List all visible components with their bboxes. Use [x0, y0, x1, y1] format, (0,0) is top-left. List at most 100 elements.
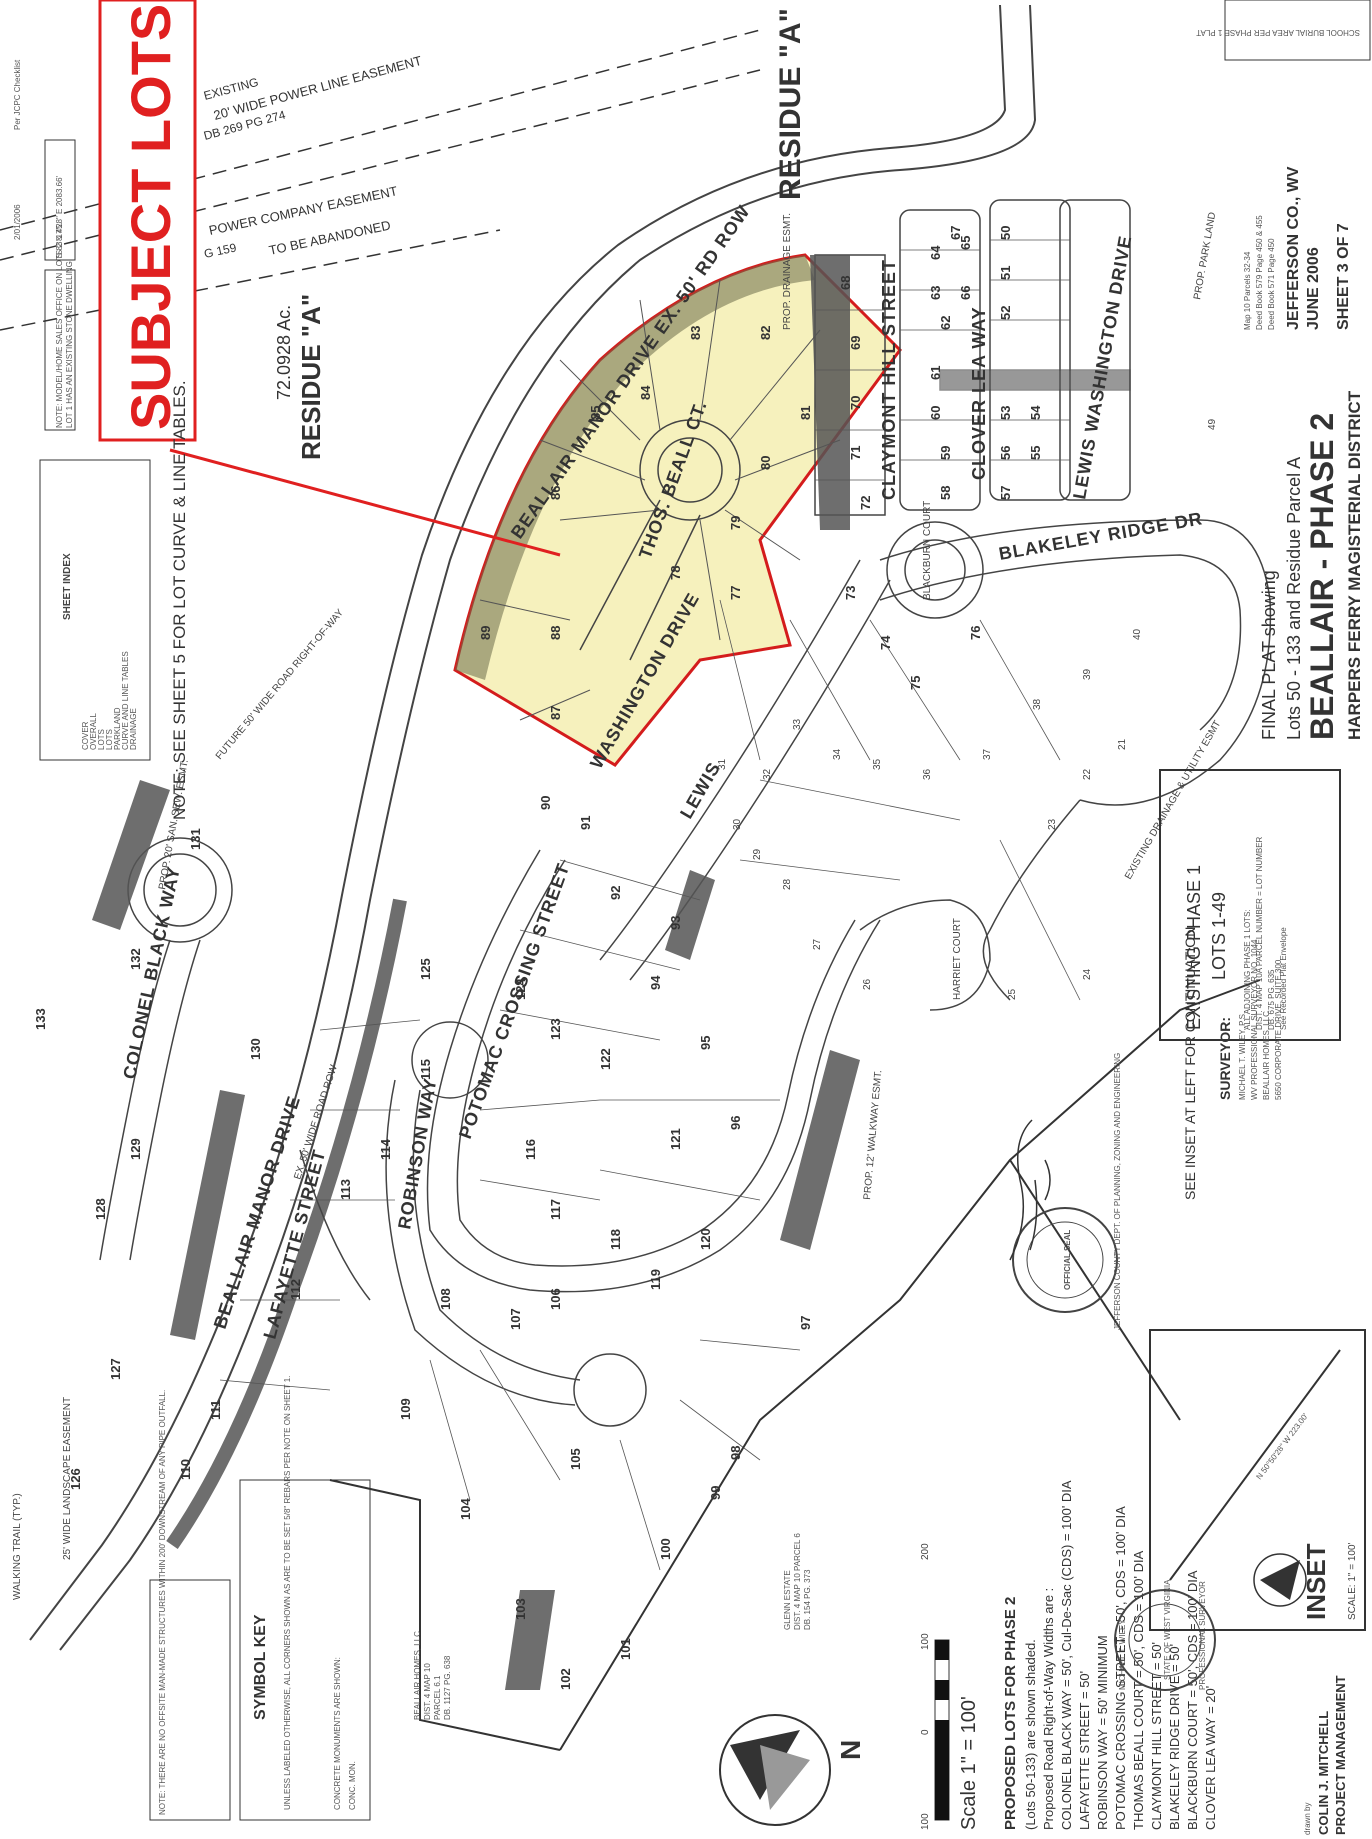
svg-text:40: 40 [1132, 628, 1143, 640]
svg-text:58: 58 [938, 486, 953, 500]
svg-text:70: 70 [848, 396, 863, 410]
seal-office: JEFFERSON COUNTY DEPT. OF PLANNING, ZONI… [1113, 1053, 1122, 1330]
svg-text:LAFAYETTE STREET = 50': LAFAYETTE STREET = 50' [1077, 1671, 1092, 1830]
scale-tick-1: 0 [920, 1729, 931, 1735]
scale-tick-2: 100 [920, 1633, 931, 1650]
proposed-title: PROPOSED LOTS FOR PHASE 2 [1002, 1597, 1019, 1830]
svg-text:LOTS: LOTS [105, 729, 114, 750]
sheet5-note: NOTE: SEE SHEET 5 FOR LOT CURVE & LINE T… [170, 380, 189, 820]
svg-text:109: 109 [398, 1398, 413, 1420]
beallair-homes-name: BEALLAIR HOMES, LLC [413, 1631, 422, 1720]
title-map: Map 10 Parcels 32-34 [1243, 251, 1252, 330]
sheet-index-box [39, 459, 151, 761]
svg-text:23: 23 [1047, 818, 1058, 830]
model-home-note: NOTE: MODEL/HOME SALES OFFICE ON LOTS 2 … [55, 222, 64, 428]
lot1-note: LOT 1 HAS AN EXISTING STONE DWELLING [65, 261, 74, 428]
svg-text:105: 105 [568, 1448, 583, 1470]
svg-text:119: 119 [648, 1269, 663, 1290]
lot-87: 87 [548, 706, 563, 720]
svg-text:115: 115 [418, 1059, 433, 1080]
thos-beall-court [579, 419, 741, 661]
subject-lots-banner: SUBJECT LOTS 77-89 [119, 0, 182, 430]
svg-text:31: 31 [717, 758, 728, 770]
lot-77: 77 [728, 586, 743, 600]
svg-text:131: 131 [188, 828, 203, 850]
svg-text:132: 132 [128, 948, 143, 970]
title-county: JEFFERSON CO., WV [1285, 166, 1302, 330]
svg-text:127: 127 [108, 1358, 123, 1380]
svg-text:106: 106 [548, 1288, 563, 1310]
top-bearing-box [44, 139, 76, 261]
svg-text:51: 51 [998, 266, 1013, 280]
symbol-key-box [239, 1479, 371, 1821]
beallair-homes-map: DIST. 4 MAP 10 [423, 1663, 432, 1720]
svg-text:22: 22 [1082, 768, 1093, 780]
surveyor-stamp-icon [1114, 1589, 1216, 1691]
svg-text:PARKLAND: PARKLAND [113, 707, 122, 750]
svg-text:74: 74 [878, 635, 893, 650]
surveyor-name: MICHAEL T. WILEY, P.S. [1238, 1012, 1247, 1100]
inset-title: INSET [1301, 1543, 1331, 1620]
scale-bar [934, 1639, 950, 1821]
svg-text:49: 49 [1207, 418, 1218, 430]
svg-text:133: 133 [33, 1008, 48, 1030]
scale-tick-0: 100 [920, 1813, 931, 1830]
svg-text:116: 116 [523, 1139, 538, 1160]
svg-text:99: 99 [708, 1486, 723, 1500]
lot-88: 88 [548, 626, 563, 640]
prop-drainage-label: PROP. DRAINAGE ESMT. [782, 213, 793, 330]
svg-text:ROBINSON WAY = 50' MINIMUM: ROBINSON WAY = 50' MINIMUM [1095, 1635, 1110, 1830]
symbol-key-concrete: CONCRETE MONUMENTS ARE SHOWN: [333, 1657, 342, 1810]
existing-phase-box [1159, 769, 1341, 1041]
svg-text:32: 32 [762, 768, 773, 780]
glenn-estate-map: DIST. 4 MAP 10 PARCEL 6 [793, 1533, 802, 1630]
lot-79: 79 [728, 516, 743, 530]
blackburn-court [879, 519, 1272, 806]
svg-text:121: 121 [668, 1128, 683, 1150]
checklist-date: 2/01/2006 [13, 204, 22, 240]
svg-text:DRAINAGE: DRAINAGE [129, 708, 138, 750]
svg-text:117: 117 [548, 1199, 563, 1220]
svg-text:68: 68 [838, 276, 853, 290]
svg-text:29: 29 [752, 848, 763, 860]
svg-text:60: 60 [928, 406, 943, 420]
svg-text:28: 28 [782, 878, 793, 890]
lot-82: 82 [758, 326, 773, 340]
power-line-easement [0, 29, 761, 331]
svg-text:54: 54 [1028, 405, 1043, 420]
title-line2: Lots 50 - 133 and Residue Parcel A [1284, 457, 1304, 740]
svg-text:50: 50 [998, 226, 1013, 240]
surveyor-company: BEALLAIR HOMES, LLC [1262, 1011, 1271, 1100]
phase2-lot-labels: 50 51 52 53 54 55 56 57 58 59 60 61 62 6… [33, 226, 1043, 1690]
existing-phase-line3: DB. 675 PG. 635 [1267, 969, 1276, 1030]
svg-text:59: 59 [938, 446, 953, 460]
svg-text:122: 122 [598, 1048, 613, 1070]
checklist-label: Per JCPC Checklist [13, 59, 22, 130]
svg-text:92: 92 [608, 886, 623, 900]
svg-text:POTOMAC CROSSING STREET = 50',: POTOMAC CROSSING STREET = 50', CDS = 100… [1113, 1506, 1128, 1830]
svg-text:107: 107 [508, 1308, 523, 1330]
svg-text:34: 34 [832, 748, 843, 760]
sheet-index-items: COVER OVERALL LOTS LOTS PARKLAND CURVE A… [81, 651, 138, 750]
svg-text:129: 129 [128, 1138, 143, 1160]
glenn-estate-db: DB. 154 PG. 373 [803, 1569, 812, 1630]
svg-text:67: 67 [948, 226, 963, 240]
svg-text:33: 33 [792, 718, 803, 730]
svg-text:98: 98 [728, 1446, 743, 1460]
lot-86: 86 [548, 486, 563, 500]
residue-area: 72.0928 Ac. [274, 305, 294, 400]
signature [1009, 1119, 1051, 1261]
svg-text:113: 113 [338, 1179, 353, 1200]
washington-drive [599, 559, 1081, 1001]
svg-text:128: 128 [93, 1198, 108, 1220]
existing-phase-lots: LOTS 1-49 [1209, 892, 1229, 980]
drawn-title: PROJECT MANAGEMENT [1333, 1675, 1348, 1835]
svg-text:71: 71 [848, 446, 863, 460]
shaded-easements [92, 255, 860, 1690]
svg-text:LOTS: LOTS [97, 729, 106, 750]
svg-text:COVER: COVER [81, 721, 90, 750]
svg-text:72: 72 [858, 496, 873, 510]
drawn-by: drawn by [1303, 1803, 1312, 1835]
svg-text:30: 30 [732, 818, 743, 830]
